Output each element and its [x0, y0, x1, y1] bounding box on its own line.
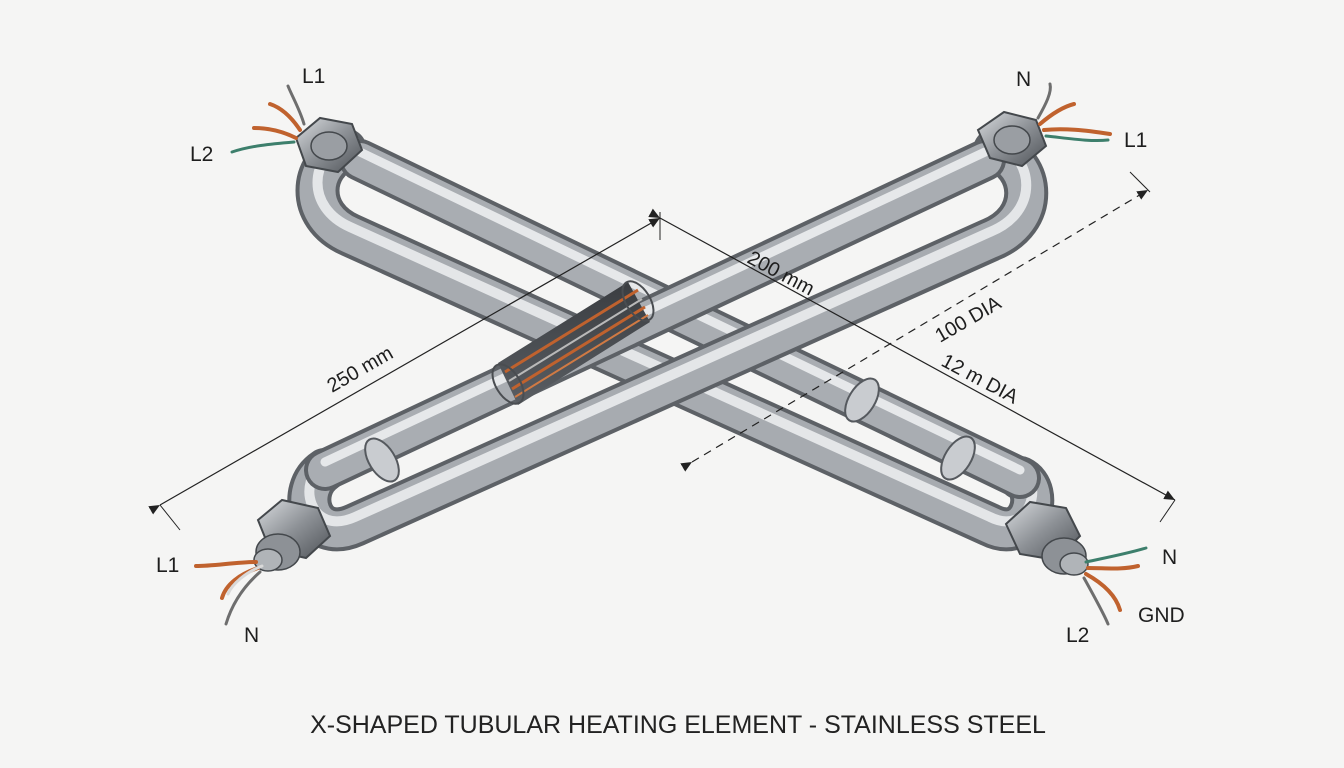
dimension-lines	[148, 171, 1176, 531]
terminal-bottom-right	[1004, 500, 1089, 576]
label-bottom-right-l2: L2	[1066, 624, 1089, 647]
terminal-top-right	[976, 110, 1048, 168]
wires-bottom-left	[194, 560, 264, 626]
wires-top-right	[1036, 82, 1112, 142]
diagram-caption: X-SHAPED TUBULAR HEATING ELEMENT - STAIN…	[310, 711, 1046, 739]
label-top-left-l1: L1	[302, 65, 325, 88]
terminal-top-left	[294, 116, 364, 174]
dimension-250mm: 250 mm	[324, 342, 398, 397]
wires-top-left	[230, 84, 306, 154]
label-top-left-l2: L2	[190, 143, 213, 166]
wires-bottom-right	[1082, 546, 1148, 626]
label-bottom-right-n: N	[1162, 546, 1177, 569]
label-top-right-n: N	[1016, 68, 1031, 91]
terminal-bottom-left	[253, 498, 332, 572]
label-bottom-left-n: N	[244, 624, 259, 647]
label-top-right-l1: L1	[1124, 129, 1147, 152]
label-bottom-right-gnd: GND	[1138, 604, 1185, 627]
label-bottom-left-l1: L1	[156, 554, 179, 577]
dimension-12m-dia: 12 m DIA	[938, 350, 1023, 409]
dimension-100-dia: 100 DIA	[932, 292, 1006, 348]
